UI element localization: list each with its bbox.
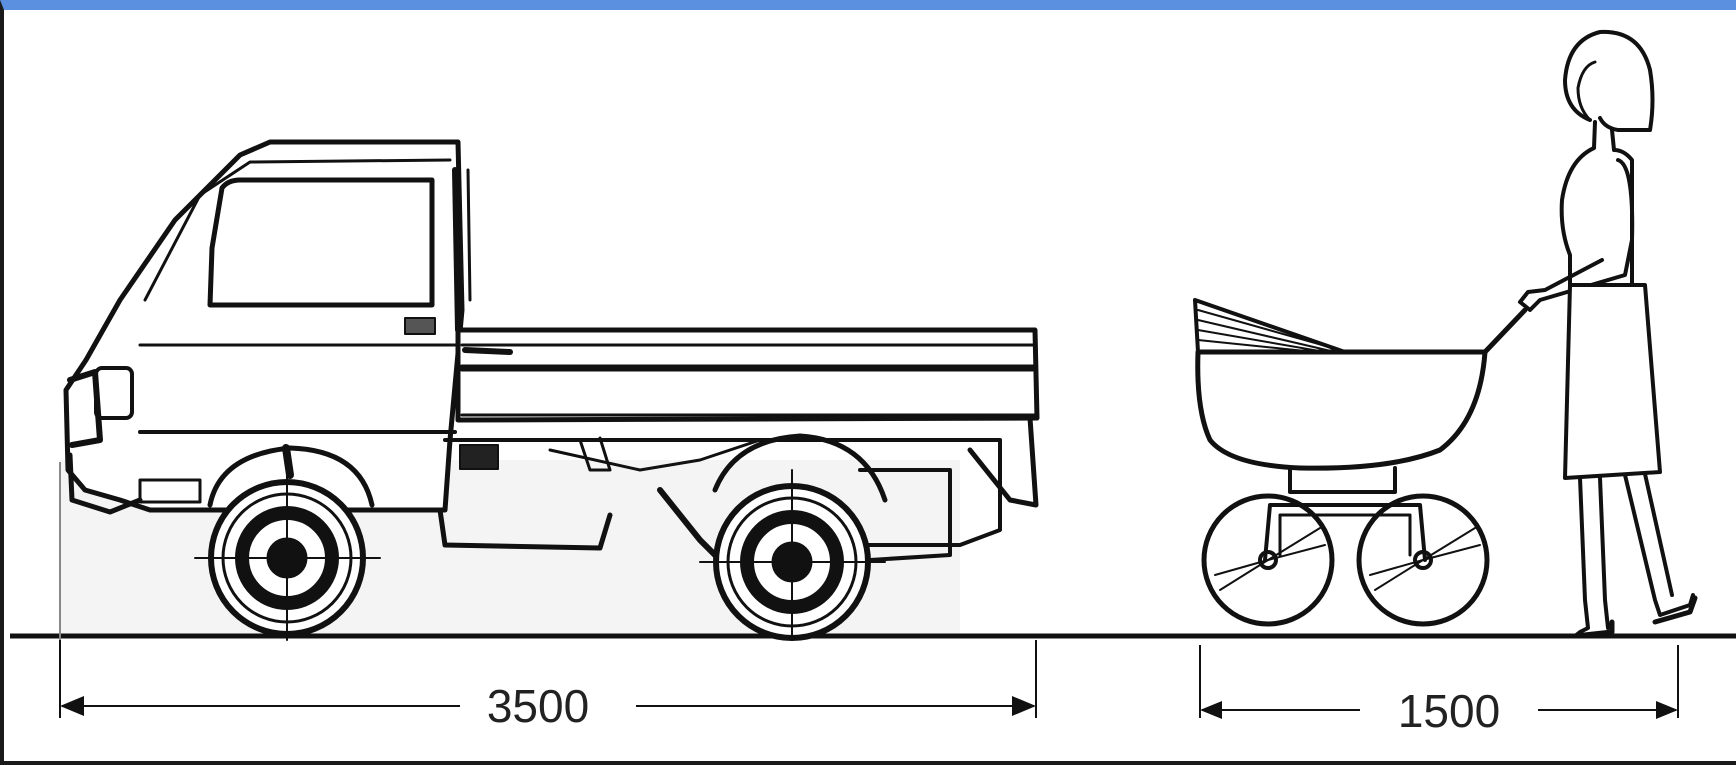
rear-wheel — [699, 469, 886, 641]
stroller-length-label: 1500 — [1398, 685, 1500, 737]
woman-figure-drawing — [1518, 29, 1698, 639]
pram-front-wheel — [1201, 493, 1335, 627]
kei-truck-drawing — [63, 139, 1040, 641]
front-wheel — [194, 461, 381, 641]
pram-rear-wheel — [1356, 493, 1490, 627]
stroller-length-dimension: 1500 — [1199, 645, 1679, 737]
truck-length-dimension: 3500 — [59, 640, 1037, 732]
baby-pram-drawing — [1193, 298, 1528, 627]
truck-length-label: 3500 — [487, 680, 589, 732]
